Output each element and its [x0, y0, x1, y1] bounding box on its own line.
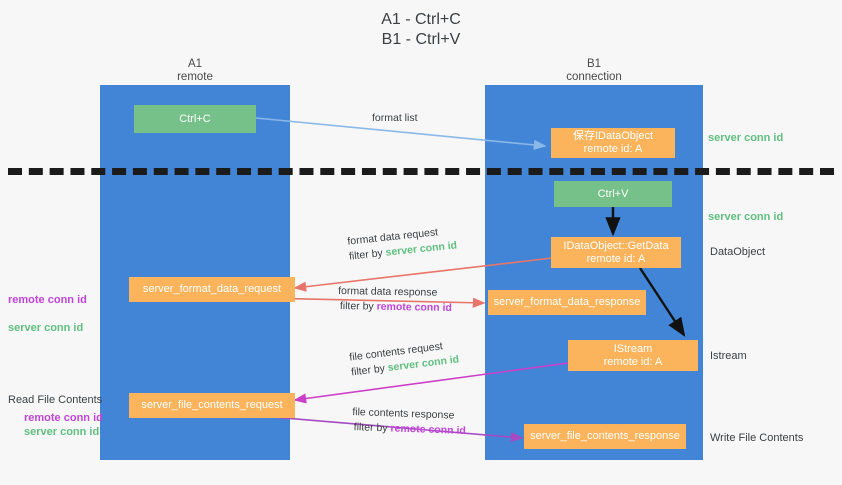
label-istream: Istream — [710, 350, 747, 362]
box-server-file-contents-response[interactable]: server_file_contents_response — [524, 424, 686, 449]
column-header-a1: A1 remote — [177, 58, 213, 83]
box-server-format-data-response-label: server_format_data_response — [493, 296, 641, 308]
box-server-file-contents-response-label: server_file_contents_response — [530, 430, 680, 442]
value-remote-conn-id: remote conn id — [376, 300, 453, 314]
box-idataobject-getdata[interactable]: IDataObject::GetData remote id: A — [551, 237, 681, 268]
box-ctrl-v-label: Ctrl+V — [597, 187, 629, 200]
box-server-format-data-response[interactable]: server_format_data_response — [488, 290, 646, 315]
box-save-idataobject-label: 保存IDataObject remote id: A — [572, 130, 654, 155]
edge-label-file-contents-request: file contents request filter by server c… — [349, 337, 460, 380]
label-server-conn-id-mid: server conn id — [708, 211, 784, 223]
label-read-file-contents: Read File Contents — [8, 394, 103, 406]
label-format-server-conn-id: server conn id — [8, 322, 84, 334]
label-file-conn-ids: remote conn id server conn id — [24, 411, 103, 439]
box-server-format-data-request-label: server_format_data_request — [142, 283, 282, 295]
box-ctrl-c[interactable]: Ctrl+C — [134, 105, 256, 133]
edge-label-format-data-response-filter: filter by remote conn id — [339, 300, 453, 314]
edge-label-format-list: format list — [372, 112, 418, 124]
box-ctrl-c-label: Ctrl+C — [179, 112, 211, 125]
edge-label-file-contents-response-filter: filter by remote conn id — [353, 421, 466, 437]
box-server-file-contents-request-label: server_file_contents_request — [141, 399, 283, 411]
page-title: A1 - Ctrl+C B1 - Ctrl+V — [381, 11, 461, 48]
box-istream[interactable]: IStream remote id: A — [568, 340, 698, 371]
column-header-b1: B1 connection — [566, 58, 622, 83]
label-format-remote-conn-id: remote conn id — [8, 294, 87, 306]
box-save-idataobject[interactable]: 保存IDataObject remote id: A — [551, 128, 675, 158]
edge-label-format-data-request: format data request filter by server con… — [347, 223, 458, 264]
label-file-server-conn-id: server conn id — [24, 426, 100, 438]
label-dataobject: DataObject — [710, 246, 766, 258]
value-remote-conn-id-2: remote conn id — [390, 422, 466, 437]
edge-label-file-contents-response: file contents response filter by remote … — [352, 405, 467, 439]
edge-label-format-data-response: format data response filter by remote co… — [338, 284, 453, 316]
box-server-file-contents-request[interactable]: server_file_contents_request — [129, 393, 295, 418]
label-write-file-contents: Write File Contents — [710, 432, 804, 444]
box-idataobject-getdata-label: IDataObject::GetData remote id: A — [563, 239, 669, 265]
box-istream-label: IStream remote id: A — [603, 342, 663, 368]
label-server-conn-id-top: server conn id — [708, 132, 784, 144]
label-format-conn-ids: remote conn id server conn id — [8, 279, 87, 349]
box-ctrl-v[interactable]: Ctrl+V — [554, 181, 672, 207]
phase-divider — [8, 168, 834, 175]
box-server-format-data-request[interactable]: server_format_data_request — [129, 277, 295, 302]
label-file-remote-conn-id: remote conn id — [24, 412, 103, 424]
